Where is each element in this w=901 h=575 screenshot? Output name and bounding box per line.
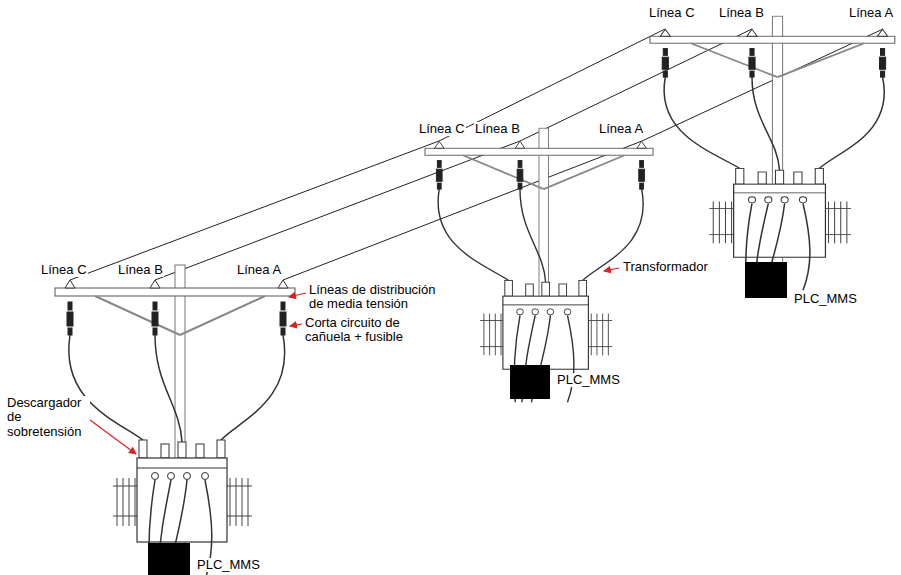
device-label: PLC_MMS: [793, 292, 858, 306]
line-label: Línea C: [40, 263, 88, 277]
line-label: Línea B: [117, 263, 164, 277]
device-label: PLC_MMS: [196, 558, 261, 572]
line-label: Línea A: [598, 122, 644, 136]
pole-three: [650, 16, 895, 290]
part-label: Transformador: [622, 260, 709, 274]
part-label: Corta circuito de cañuela + fusible: [304, 316, 424, 345]
line-label: Línea A: [236, 263, 282, 277]
pole-one: [55, 265, 295, 575]
line-label: Línea B: [718, 6, 765, 20]
pole-two: [425, 128, 653, 402]
part-label: Líneas de distribución de media tensión: [308, 283, 450, 312]
line-label: Línea B: [474, 122, 521, 136]
part-label: Descargador de sobretensión: [6, 396, 90, 439]
line-label: Línea A: [848, 6, 894, 20]
line-label: Línea C: [648, 6, 696, 20]
line-label: Línea C: [418, 122, 466, 136]
plc-box: [148, 262, 787, 575]
device-label: PLC_MMS: [556, 373, 621, 387]
leader-arrows: [90, 268, 619, 454]
